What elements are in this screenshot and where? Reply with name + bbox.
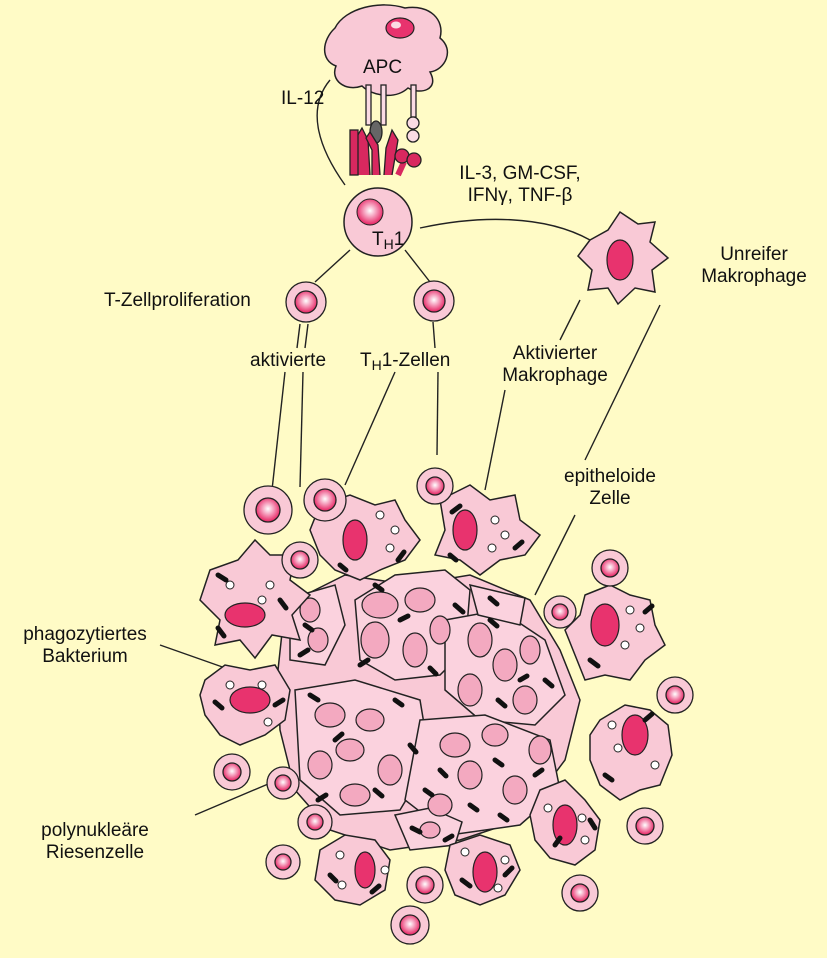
epitheloide-zelle-label: epitheloide Zelle — [555, 466, 665, 510]
polynukleare-line1: polynukleäre — [15, 820, 175, 842]
polynukleare-line2: Riesenzelle — [15, 842, 175, 864]
aktivierter-line2: Makrophage — [490, 365, 620, 387]
phagozytiertes-bakterium-label: phagozytiertes Bakterium — [10, 624, 160, 668]
epitheloide-line2: Zelle — [555, 488, 665, 510]
il12-label: IL-12 — [281, 88, 324, 110]
th1-label: TH1 — [372, 229, 404, 251]
apc-cell — [325, 5, 448, 95]
aktivierter-line1: Aktivierter — [490, 343, 620, 365]
phagozytiertes-line1: phagozytiertes — [10, 624, 160, 646]
polynukleare-riesenzelle-label: polynukleäre Riesenzelle — [15, 820, 175, 864]
unreifer-makrophage-label: Unreifer Makrophage — [694, 244, 814, 288]
th1-zellen-suffix: 1-Zellen — [382, 350, 451, 371]
unreifer-makrophage — [578, 212, 668, 304]
cytokines-line1: IL-3, GM-CSF, — [440, 163, 600, 185]
cytokines-label: IL-3, GM-CSF, IFNγ, TNF-β — [440, 163, 600, 207]
unreifer-line2: Makrophage — [694, 266, 814, 288]
t-zellproliferation-label: T-Zellproliferation — [104, 290, 251, 312]
phagozytiertes-line2: Bakterium — [10, 646, 160, 668]
receptor-complex — [350, 85, 421, 175]
aktivierter-makrophage-label: Aktivierter Makrophage — [490, 343, 620, 387]
epitheloide-line1: epitheloide — [555, 466, 665, 488]
th1-zellen-main: T — [360, 350, 372, 371]
proliferating-t-cells — [286, 281, 454, 322]
cytokines-line2: IFNγ, TNF-β — [440, 185, 600, 207]
apc-label: APC — [363, 57, 402, 79]
th1-main: T — [372, 229, 384, 250]
th1-zellen-sub: H — [372, 357, 382, 373]
aktivierte-label: aktivierte — [250, 350, 326, 372]
th1-zellen-label: TH1-Zellen — [360, 350, 450, 372]
th1-sub: H — [384, 236, 394, 252]
unreifer-line1: Unreifer — [694, 244, 814, 266]
cytokine-arc — [420, 219, 590, 240]
th1-suffix: 1 — [394, 229, 405, 250]
